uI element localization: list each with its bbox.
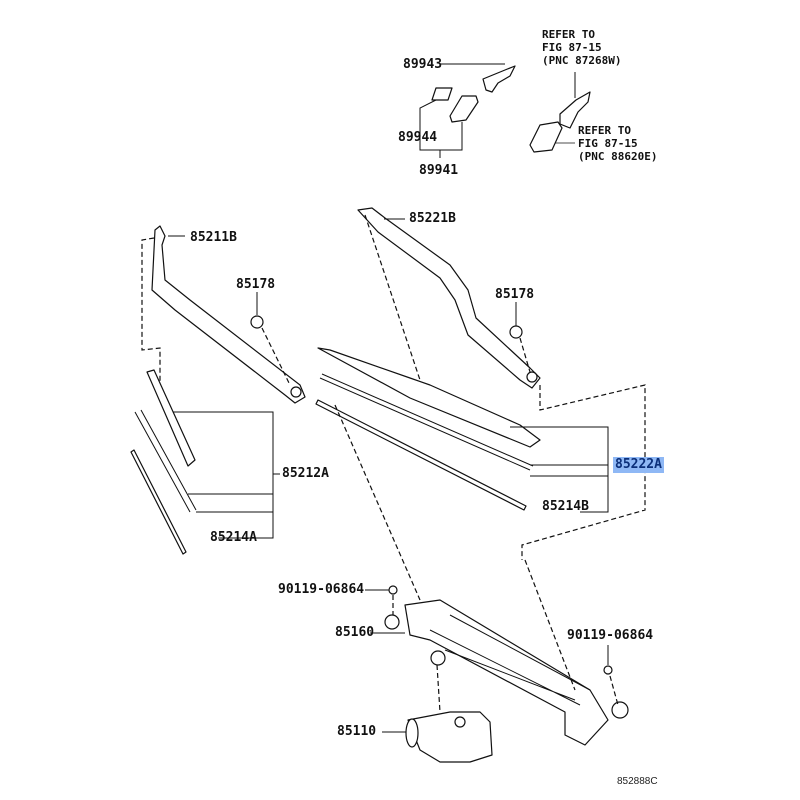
label-85160[interactable]: 85160 — [335, 625, 375, 640]
wiper-arm-left-85211B — [151, 225, 306, 404]
label-85211B[interactable]: 85211B — [190, 230, 237, 245]
bolt-right-90119 — [603, 645, 619, 706]
label-85110[interactable]: 85110 — [337, 724, 377, 739]
figure-code: 852888C — [617, 776, 658, 787]
key-fob-89941 — [439, 95, 479, 158]
label-89941[interactable]: 89941 — [419, 163, 459, 178]
label-85214A[interactable]: 85214A — [210, 530, 257, 545]
bolt-left-90119 — [365, 585, 398, 615]
label-89944[interactable]: 89944 — [398, 130, 438, 145]
wiper-linkage-85160 — [334, 404, 629, 746]
label-85222A[interactable]: 85222A — [613, 457, 664, 473]
key-fob-ref — [529, 121, 575, 153]
nut-right-85178 — [509, 302, 531, 373]
label-85212A[interactable]: 85212A — [282, 466, 329, 481]
label-85214B[interactable]: 85214B — [542, 499, 589, 514]
label-89943[interactable]: 89943 — [403, 57, 443, 72]
wiper-blade-right-85222A — [317, 347, 609, 513]
label-refer-87268W[interactable]: REFER TO FIG 87-15 (PNC 87268W) — [542, 28, 622, 67]
label-85221B[interactable]: 85221B — [409, 211, 456, 226]
label-90119-06864-left[interactable]: 90119-06864 — [278, 582, 365, 597]
key-cover-ref — [559, 72, 591, 129]
wiper-arm-right-85221B — [357, 207, 541, 389]
label-85178-left[interactable]: 85178 — [236, 277, 276, 292]
wiper-motor-85110 — [382, 664, 493, 763]
key-cover-89943 — [440, 63, 516, 93]
blade-refill-left-85214A — [130, 449, 187, 555]
blade-refill-right-85214B — [315, 399, 527, 511]
label-90119-06864-right[interactable]: 90119-06864 — [567, 628, 654, 643]
wiper-blade-left-85212A — [134, 369, 280, 539]
nut-left-85178 — [250, 292, 291, 386]
label-85178-right[interactable]: 85178 — [495, 287, 535, 302]
label-refer-88620E[interactable]: REFER TO FIG 87-15 (PNC 88620E) — [578, 124, 658, 163]
key-plate-89944 — [419, 87, 453, 151]
